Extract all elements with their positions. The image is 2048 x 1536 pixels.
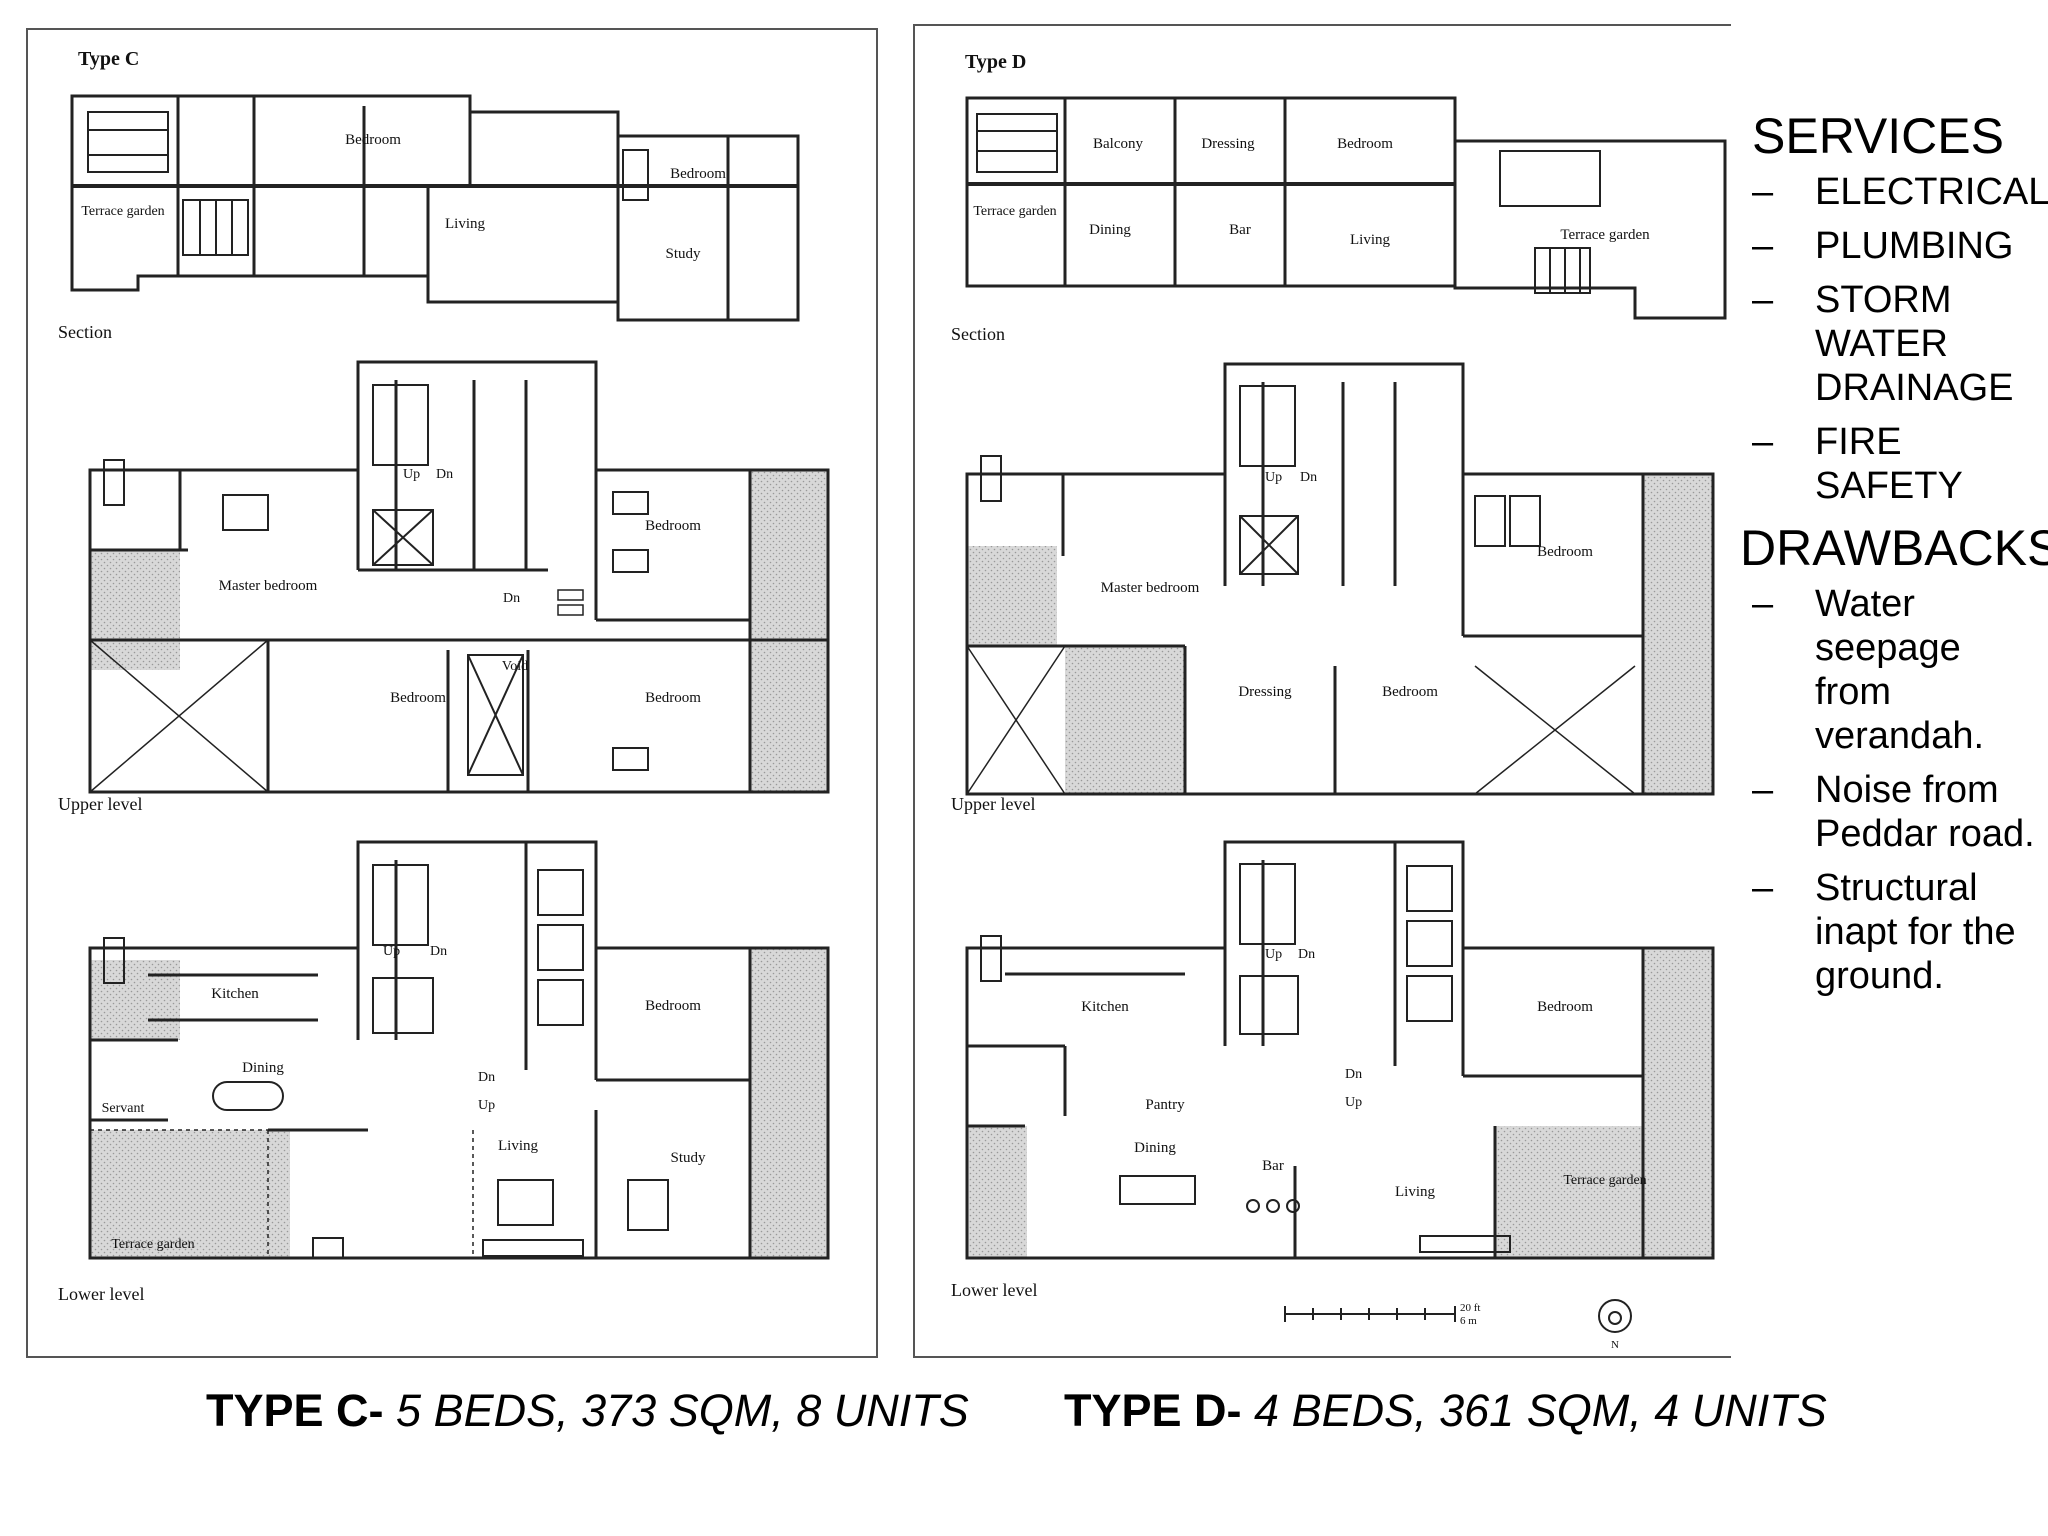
type-d-section-balcony-label: Balcony <box>1093 136 1143 152</box>
services-item-text: STORM WATER DRAINAGE <box>1815 279 2014 409</box>
type-d-lower-dn: Dn <box>1298 947 1315 962</box>
notes-column: SERVICES –ELECTRICAL –PLUMBING –STORM WA… <box>1740 108 2048 1008</box>
type-c-section-living-label: Living <box>445 216 485 232</box>
scale-ft-label: 20 ft <box>1460 1302 1480 1314</box>
type-c-upper-up: Up <box>403 467 420 482</box>
type-d-master-bedroom-label: Master bedroom <box>1101 580 1200 596</box>
type-c-upper-dn2: Dn <box>503 591 520 606</box>
services-heading: SERVICES <box>1752 108 2004 164</box>
drawbacks-item-text: Noise from Peddar road. <box>1815 769 2035 855</box>
type-c-void-label: Void <box>502 659 528 674</box>
type-c-master-bedroom-label: Master bedroom <box>219 578 318 594</box>
type-c-dining-label: Dining <box>242 1060 284 1076</box>
type-d-lower-level-label: Lower level <box>951 1280 1037 1300</box>
type-c-lower-dn2: Dn <box>478 1070 495 1085</box>
scale-bar: 20 ft 6 m <box>1284 1302 1480 1327</box>
type-c-upper-level-plan: Up Dn Master bedroom Bedroom Dn Void Bed… <box>58 360 830 814</box>
type-c-upper-dn: Dn <box>436 467 453 482</box>
type-d-section-living-label: Living <box>1350 232 1390 248</box>
type-d-upper-up: Up <box>1265 470 1282 485</box>
services-item-text: ELECTRICAL <box>1815 171 2048 213</box>
type-d-upper-bedroom-ne-label: Bedroom <box>1537 544 1593 560</box>
type-d-pantry-label: Pantry <box>1145 1097 1185 1113</box>
north-label: N <box>1611 1339 1619 1351</box>
type-d-section-terrace-label: Terrace garden <box>973 204 1056 219</box>
type-c-upper-level-label: Upper level <box>58 794 142 814</box>
type-c-section-bedroom2-label: Bedroom <box>670 166 726 182</box>
drawbacks-item: –Water seepage from verandah. <box>1752 583 1985 757</box>
type-d-section: Terrace garden Balcony Dressing Bedroom … <box>951 96 1727 344</box>
type-c-section-label: Section <box>58 322 112 342</box>
services-item: –FIRE SAFETY <box>1752 421 1963 507</box>
services-item: –STORM WATER DRAINAGE <box>1752 279 2014 409</box>
type-d-living-label: Living <box>1395 1184 1435 1200</box>
type-d-terrace-garden-label: Terrace garden <box>1563 1173 1646 1188</box>
scale-m-label: 6 m <box>1460 1315 1477 1327</box>
type-c-servant-label: Servant <box>102 1101 145 1116</box>
type-d-upper-level-plan: Up Dn Master bedroom Bedroom Dressing Be… <box>951 362 1715 814</box>
type-d-upper-dressing-label: Dressing <box>1238 684 1292 700</box>
type-c-caption-bold: TYPE C- <box>206 1385 384 1436</box>
type-d-lower-dn2: Dn <box>1345 1067 1362 1082</box>
type-d-lower-bedroom-label: Bedroom <box>1537 999 1593 1015</box>
type-d-caption-details: 4 BEDS, 361 SQM, 4 UNITS <box>1241 1385 1827 1436</box>
type-d-kitchen-label: Kitchen <box>1081 999 1129 1015</box>
type-c-upper-bedroom-se-label: Bedroom <box>645 690 701 706</box>
type-c-upper-bedroom-sw-label: Bedroom <box>390 690 446 706</box>
type-c-lower-dn: Dn <box>430 944 447 959</box>
drawbacks-item-text: Structural inapt for the ground. <box>1815 867 2016 997</box>
type-d-caption-bold: TYPE D- <box>1064 1385 1242 1436</box>
type-c-drawing-panel: Type C Terrace garden <box>26 28 878 1358</box>
type-c-lower-up: Up <box>383 944 400 959</box>
drawbacks-item-text: Water seepage from verandah. <box>1815 583 1985 757</box>
type-c-study-label: Study <box>670 1150 706 1166</box>
type-d-upper-level-label: Upper level <box>951 794 1035 814</box>
type-d-title: Type D <box>965 51 1026 73</box>
type-d-section-dining-label: Dining <box>1089 222 1131 238</box>
drawbacks-heading: DRAWBACKS <box>1740 520 2048 576</box>
type-d-section-dressing-label: Dressing <box>1201 136 1255 152</box>
north-arrow-icon: N <box>1598 1299 1632 1351</box>
type-d-section-label: Section <box>951 324 1005 344</box>
type-c-lower-level-plan: Up Dn Kitchen Dining Servant Bedroom Dn … <box>58 840 830 1304</box>
type-d-section-bedroom-label: Bedroom <box>1337 136 1393 152</box>
type-c-lower-level-label: Lower level <box>58 1284 144 1304</box>
type-c-section-terrace-label: Terrace garden <box>81 204 164 219</box>
type-d-section-terrace2-label: Terrace garden <box>1560 227 1650 243</box>
services-item: –PLUMBING <box>1752 225 2014 267</box>
type-d-lower-level-plan: Up Dn Kitchen Pantry Dn Up Bedroom Dinin… <box>951 840 1715 1300</box>
type-d-dining-label: Dining <box>1134 1140 1176 1156</box>
type-c-caption-details: 5 BEDS, 373 SQM, 8 UNITS <box>383 1385 969 1436</box>
type-c-lower-bedroom-label: Bedroom <box>645 998 701 1014</box>
type-c-lower-up2: Up <box>478 1098 495 1113</box>
type-d-lower-up: Up <box>1265 947 1282 962</box>
services-item-text: FIRE SAFETY <box>1815 421 1963 507</box>
type-d-bar-label: Bar <box>1262 1158 1284 1174</box>
drawbacks-item: –Structural inapt for the ground. <box>1752 867 2016 997</box>
type-c-floor-plans: Type C Terrace garden <box>58 48 830 1304</box>
type-d-upper-bedroom-s-label: Bedroom <box>1382 684 1438 700</box>
type-c-caption: TYPE C- 5 BEDS, 373 SQM, 8 UNITS <box>206 1385 969 1437</box>
type-d-floor-plans: Type D Terrace garden Balcony Dress <box>951 51 1727 1351</box>
type-c-kitchen-label: Kitchen <box>211 986 259 1002</box>
services-item-text: PLUMBING <box>1815 225 2014 267</box>
type-c-section-study-label: Study <box>665 246 701 262</box>
type-c-upper-bedroom-ne-label: Bedroom <box>645 518 701 534</box>
type-d-lower-up2: Up <box>1345 1095 1362 1110</box>
type-c-title: Type C <box>78 48 139 70</box>
type-c-section: Terrace garden Bedroom Living Bedroom St… <box>58 94 800 342</box>
type-c-terrace-garden-label: Terrace garden <box>111 1237 194 1252</box>
type-d-section-bar-label: Bar <box>1229 222 1251 238</box>
type-c-living-label: Living <box>498 1138 538 1154</box>
type-d-caption: TYPE D- 4 BEDS, 361 SQM, 4 UNITS <box>1064 1385 1827 1437</box>
type-d-upper-dn: Dn <box>1300 470 1317 485</box>
type-d-drawing-panel: Type D Terrace garden Balcony Dress <box>913 24 1731 1358</box>
type-c-section-bedroom-label: Bedroom <box>345 132 401 148</box>
services-item: –ELECTRICAL <box>1752 171 2048 213</box>
drawbacks-item: –Noise from Peddar road. <box>1752 769 2035 855</box>
